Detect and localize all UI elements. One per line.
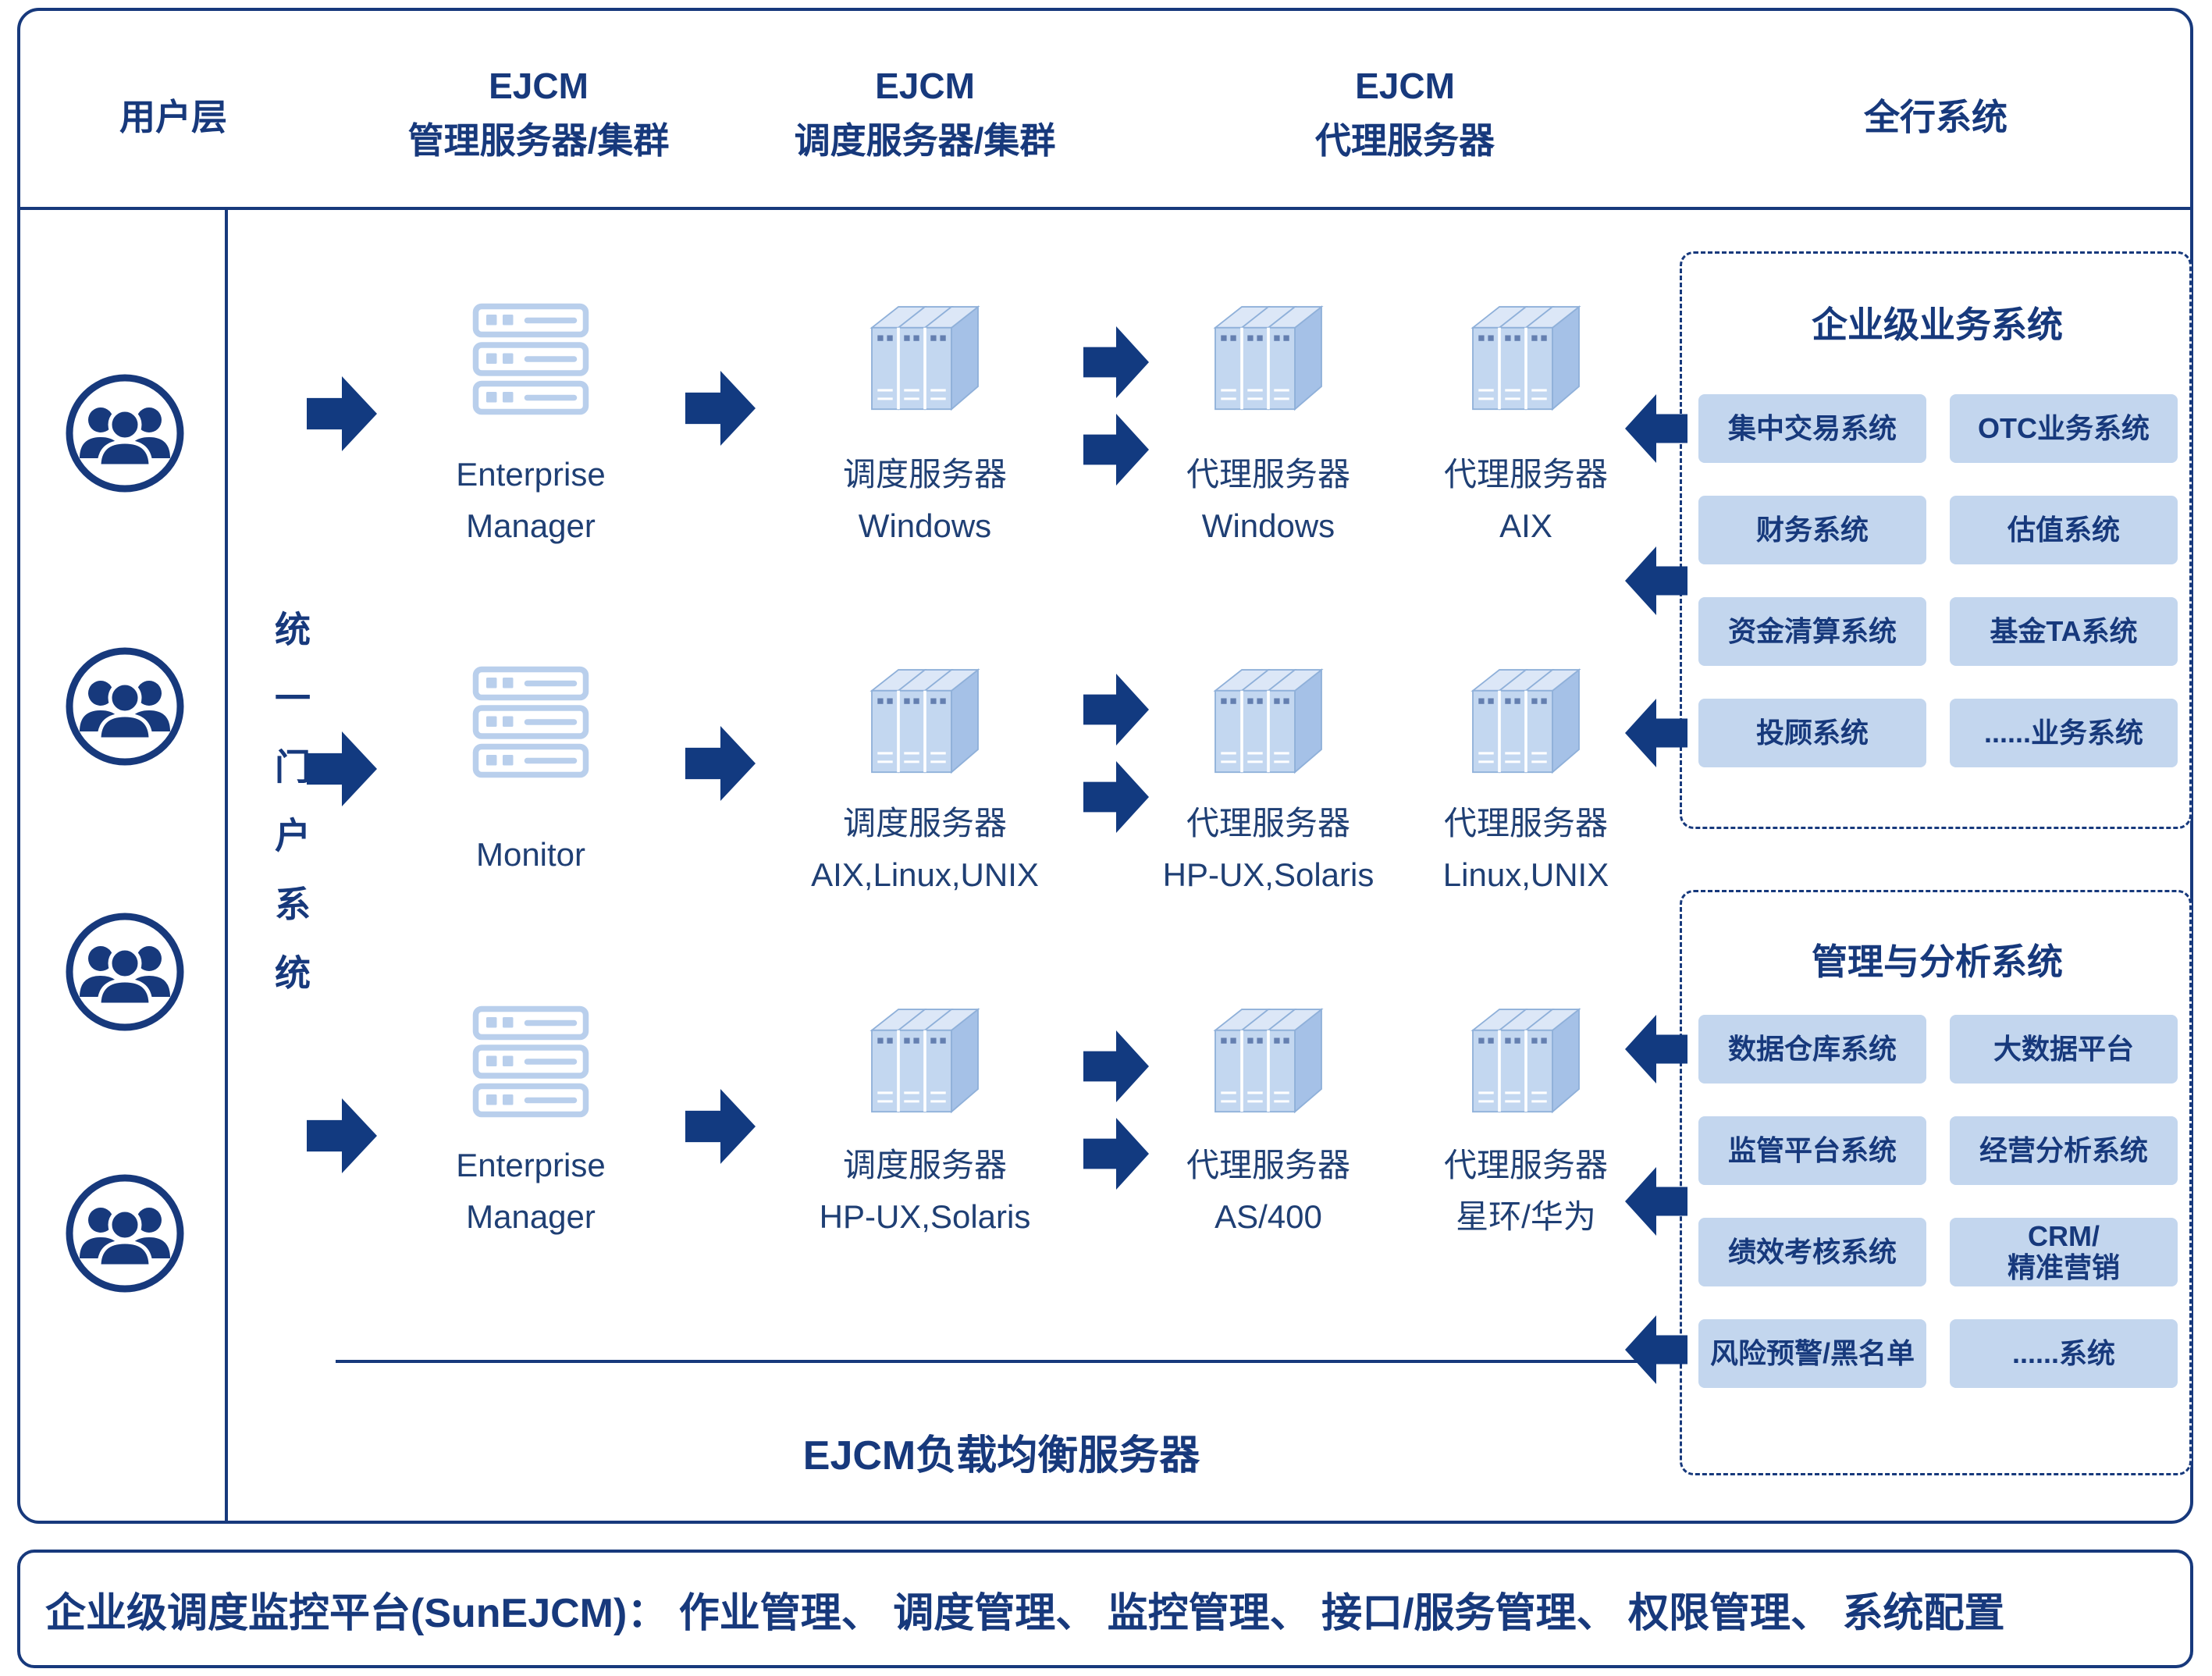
manager-label-row3-line1: Enterprise [456,1147,606,1183]
diagram-frame [17,8,2193,1524]
management-system-chip: 经营分析系统 [1950,1116,2178,1185]
platform-footer-bar: 企业级调度监控平台(SunEJCM)： 作业管理、 调度管理、 监控管理、 接口… [17,1550,2193,1668]
scheduler-label-row1-line2: Windows [858,507,992,544]
manager-label-row1-line1: Enterprise [456,456,606,493]
management-system-chip: ......系统 [1950,1319,2178,1388]
header-manager-line2: 管理服务器/集群 [407,120,670,161]
server-cluster-icon [1460,656,1592,781]
server-cluster-icon [859,293,991,418]
header-scheduler-column: EJCM 调度服务器/集群 [795,59,1056,168]
agent2-label-row2-line1: 代理服务器 [1443,805,1609,842]
business-systems-title: 企业级业务系统 [1812,304,2063,345]
header-systems-column: 全行系统 [1864,97,2008,137]
business-system-chip: 估值系统 [1950,496,2178,564]
agent2-label-row3-line2: 星环/华为 [1456,1198,1596,1235]
header-scheduler-line1: EJCM [875,66,975,106]
manager-label-row2-line1: Monitor [475,836,586,873]
business-system-chip: ......业务系统 [1950,699,2178,767]
users-icon [62,371,187,496]
rack-server-icon [464,664,597,781]
agent1-label-row3-line2: AS/400 [1214,1198,1322,1235]
scheduler-label-row3-line2: HP-UX,Solaris [819,1198,1031,1235]
agent1-label-row2: 代理服务器 HP-UX,Solaris [1163,798,1374,901]
agent1-label-row3: 代理服务器 AS/400 [1186,1140,1350,1243]
agent1-label-row3-line1: 代理服务器 [1186,1147,1351,1183]
header-scheduler-line2: 调度服务器/集群 [794,120,1056,161]
agent2-label-row3: 代理服务器 星环/华为 [1444,1140,1608,1243]
server-cluster-icon [1460,995,1592,1120]
agent1-label-row1: 代理服务器 Windows [1186,449,1350,552]
agent2-label-row1-line1: 代理服务器 [1443,456,1609,493]
business-system-chip: 资金清算系统 [1698,597,1926,666]
scheduler-label-row1: 调度服务器 Windows [843,449,1007,552]
rack-server-icon [464,301,597,418]
agent2-label-row2-line2: Linux,UNIX [1442,856,1609,893]
management-system-chip: CRM/ 精准营销 [1950,1218,2178,1286]
manager-label-row3-line2: Manager [466,1198,596,1235]
agent2-label-row2: 代理服务器 Linux,UNIX [1443,798,1609,901]
header-divider [20,207,2193,210]
header-manager-line1: EJCM [489,66,589,106]
scheduler-label-row2-line2: AIX,Linux,UNIX [811,856,1039,893]
agent2-label-row3-line1: 代理服务器 [1443,1147,1609,1183]
business-system-chip: 集中交易系统 [1698,394,1926,463]
agent1-label-row1-line2: Windows [1201,507,1335,544]
server-cluster-icon [1202,656,1335,781]
server-cluster-icon [859,656,991,781]
platform-footer-text: 企业级调度监控平台(SunEJCM)： 作业管理、 调度管理、 监控管理、 接口… [45,1590,2005,1636]
agent2-label-row1: 代理服务器 AIX [1444,449,1608,552]
agent2-label-row1-line2: AIX [1499,507,1552,544]
user-layer-divider [225,208,228,1521]
agent1-label-row1-line1: 代理服务器 [1186,456,1351,493]
load-balancer-line [336,1360,1667,1363]
scheduler-label-row2: 调度服务器 AIX,Linux,UNIX [811,798,1039,901]
rack-server-icon [464,1003,597,1120]
scheduler-label-row3-line1: 调度服务器 [842,1147,1008,1183]
manager-label-row2: Monitor [476,829,585,881]
agent1-label-row2-line2: HP-UX,Solaris [1162,856,1374,893]
users-icon [62,1171,187,1296]
server-cluster-icon [859,995,991,1120]
management-system-chip: 数据仓库系统 [1698,1015,1926,1084]
management-system-chip: 绩效考核系统 [1698,1218,1926,1286]
unified-portal-label: 统一门户系统 [270,610,311,1023]
header-agent-column: EJCM 代理服务器 [1315,59,1495,168]
server-cluster-icon [1460,293,1592,418]
scheduler-label-row2-line1: 调度服务器 [842,805,1008,842]
management-system-chip: 风险预警/黑名单 [1698,1319,1926,1388]
manager-label-row3: Enterprise Manager [456,1140,605,1243]
management-systems-title: 管理与分析系统 [1812,941,2063,982]
header-agent-line1: EJCM [1355,66,1455,106]
agent1-label-row2-line1: 代理服务器 [1186,805,1351,842]
users-icon [62,909,187,1034]
users-icon [62,644,187,769]
business-system-chip: OTC业务系统 [1950,394,2178,463]
header-user-layer: 用户层 [119,97,227,137]
manager-label-row1-line2: Manager [466,507,596,544]
header-manager-column: EJCM 管理服务器/集群 [408,59,670,168]
load-balancer-label: EJCM负载均衡服务器 [802,1433,1200,1479]
management-system-chip: 监管平台系统 [1698,1116,1926,1185]
manager-label-row1: Enterprise Manager [456,449,605,552]
management-system-chip: 大数据平台 [1950,1015,2178,1084]
header-agent-line2: 代理服务器 [1315,120,1495,161]
server-cluster-icon [1202,995,1335,1120]
scheduler-label-row3: 调度服务器 HP-UX,Solaris [820,1140,1031,1243]
business-system-chip: 基金TA系统 [1950,597,2178,666]
scheduler-label-row1-line1: 调度服务器 [842,456,1008,493]
server-cluster-icon [1202,293,1335,418]
business-system-chip: 投顾系统 [1698,699,1926,767]
business-system-chip: 财务系统 [1698,496,1926,564]
